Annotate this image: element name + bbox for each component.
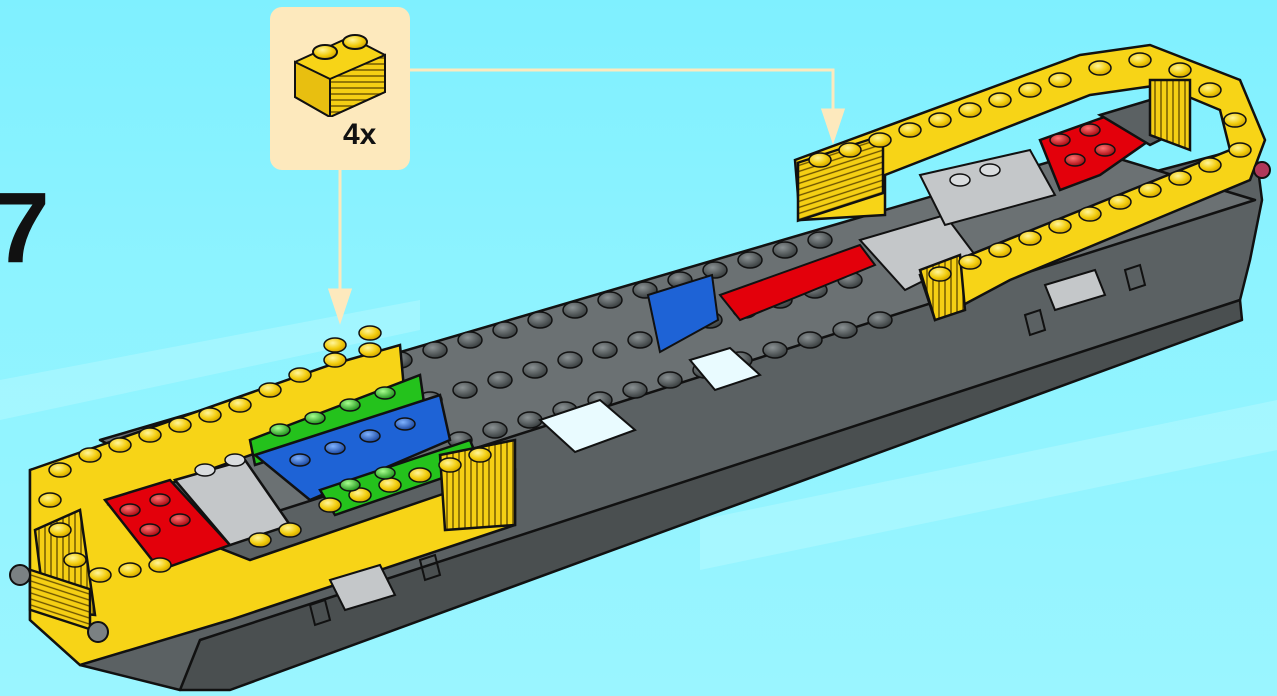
- part-quantity: 4x: [343, 118, 376, 152]
- step-number: 7: [0, 178, 50, 278]
- yellow-1x2-brick-with-grille-icon: [270, 7, 410, 117]
- parts-callout: [270, 7, 410, 170]
